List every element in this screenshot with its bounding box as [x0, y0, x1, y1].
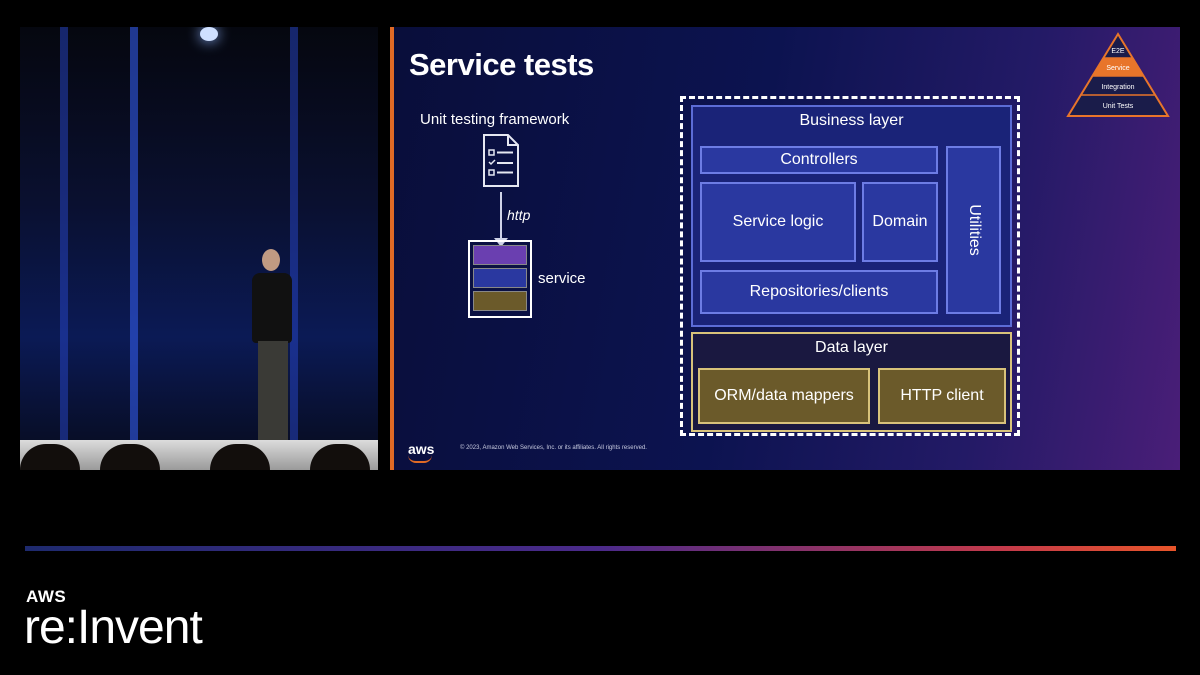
slide-accent-bar	[390, 27, 394, 470]
presentation-slide: Service tests Unit testing framework htt…	[390, 27, 1180, 470]
service-label: service	[538, 270, 586, 287]
pyramid-level-e2e: E2E	[1111, 48, 1125, 55]
service-logic-block: Service logic	[700, 182, 856, 262]
business-layer: Business layer Controllers Service logic…	[691, 105, 1012, 327]
curtain	[290, 27, 298, 440]
business-layer-title: Business layer	[693, 112, 1010, 130]
stage-light	[200, 27, 218, 41]
pyramid-level-service: Service	[1106, 65, 1129, 72]
gradient-divider	[25, 546, 1176, 551]
controllers-block: Controllers	[700, 146, 938, 174]
controllers-label: Controllers	[780, 151, 857, 169]
utilities-block: Utilities	[946, 146, 1001, 314]
service-logic-label: Service logic	[733, 213, 824, 231]
data-layer-title: Data layer	[693, 339, 1010, 357]
slide-title: Service tests	[409, 47, 594, 83]
stack-bar-middle	[473, 268, 527, 288]
data-layer: Data layer ORM/data mappers HTTP client	[691, 332, 1012, 432]
arrow-line	[500, 192, 502, 242]
curtain	[60, 27, 68, 440]
brand-reinvent-text: re:Invent	[24, 601, 202, 654]
framework-label: Unit testing framework	[420, 111, 569, 128]
domain-block: Domain	[862, 182, 938, 262]
brand-reinvent: re:Invent	[24, 604, 202, 652]
stage-video	[20, 27, 378, 470]
domain-label: Domain	[872, 213, 927, 231]
orm-label: ORM/data mappers	[714, 387, 854, 405]
orm-block: ORM/data mappers	[698, 368, 870, 424]
http-client-label: HTTP client	[900, 387, 983, 405]
speaker-body	[252, 273, 292, 343]
pyramid-level-integration: Integration	[1101, 84, 1134, 91]
repositories-label: Repositories/clients	[750, 283, 889, 301]
test-pyramid: E2E Service Integration Unit Tests	[1066, 32, 1170, 118]
http-label: http	[507, 207, 530, 223]
curtain	[130, 27, 138, 440]
utilities-label: Utilities	[965, 204, 983, 256]
copyright-text: © 2023, Amazon Web Services, Inc. or its…	[460, 445, 647, 451]
pyramid-level-unit-tests: Unit Tests	[1103, 103, 1134, 110]
repositories-block: Repositories/clients	[700, 270, 938, 314]
speaker-legs	[258, 341, 288, 451]
http-client-block: HTTP client	[878, 368, 1006, 424]
stack-bar-bottom	[473, 291, 527, 311]
stack-bar-top	[473, 245, 527, 265]
service-stack	[468, 240, 532, 318]
speaker-head	[262, 249, 280, 271]
document-checklist-icon	[482, 133, 520, 188]
aws-smile-icon	[408, 455, 432, 463]
